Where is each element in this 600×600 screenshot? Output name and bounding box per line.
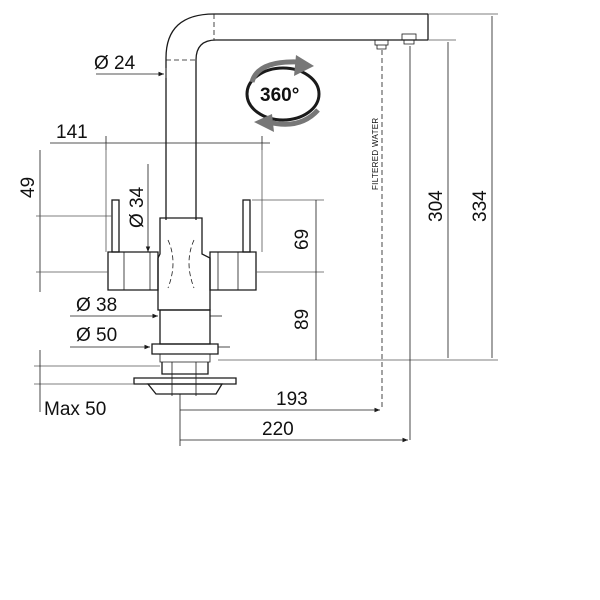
upper-body-height-label: 69 [292, 229, 313, 250]
spout-outlet [401, 33, 417, 45]
filtered-reach-label: 193 [276, 389, 308, 410]
spout-diameter-label: Ø 24 [94, 53, 136, 74]
flange-diameter-label: Ø 50 [76, 325, 117, 346]
filtered-outlet [374, 39, 389, 50]
mixer-body [157, 217, 211, 311]
left-handle [107, 199, 159, 291]
max-counter-label: Max 50 [44, 399, 106, 420]
rotation-360-icon [245, 55, 321, 132]
right-handle [209, 199, 257, 291]
lower-body-height-label: 89 [292, 309, 313, 330]
faucet-outline [107, 13, 429, 396]
faucet-base [133, 309, 237, 396]
dimension-labels: Ø 24 141 49 Ø 34 Ø 38 Ø 50 69 89 Max 50 … [18, 53, 491, 440]
rotation-label: 360° [260, 85, 299, 106]
spout-reach-label: 220 [262, 419, 294, 440]
dimension-lines [34, 13, 498, 446]
base-diameter-label: Ø 38 [76, 295, 117, 316]
handle-height-label: 49 [18, 177, 39, 198]
filtered-water-label: FILTERED WATER [371, 118, 380, 191]
spout-column [165, 13, 428, 220]
filtered-height-label: 304 [426, 190, 447, 222]
total-height-label: 334 [470, 190, 491, 222]
body-diameter-label: Ø 34 [127, 186, 148, 228]
handle-span-label: 141 [56, 122, 88, 143]
